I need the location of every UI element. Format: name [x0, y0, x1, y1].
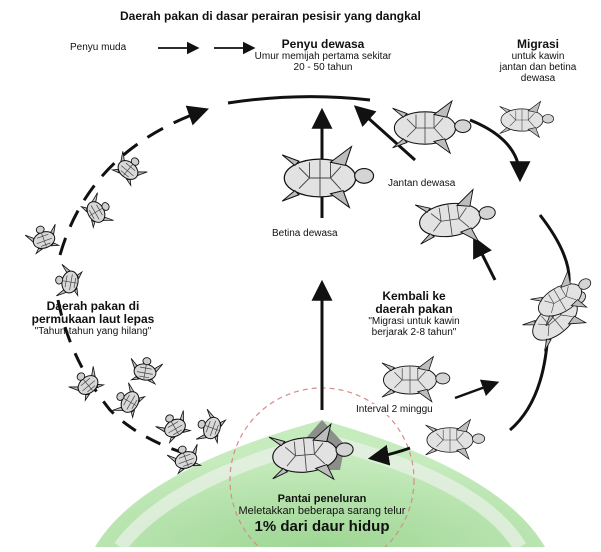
kembali-block: Kembali ke daerah pakan "Migrasi untuk k…	[354, 290, 474, 338]
arrow-left-up	[60, 110, 205, 255]
page-title: Daerah pakan di dasar perairan pesisir y…	[120, 10, 421, 23]
label-betina-dewasa: Betina dewasa	[270, 228, 340, 239]
penyu-dewasa-title: Penyu dewasa	[248, 38, 398, 51]
label-interval: Interval 2 minggu	[354, 404, 435, 415]
penyu-dewasa-line1: Umur memijah pertama sekitar	[248, 51, 398, 62]
kembali-line1: "Migrasi untuk kawin	[354, 316, 474, 327]
penyu-dewasa-line2: 20 - 50 tahun	[248, 62, 398, 73]
migrasi-line2: jantan dan betina	[488, 62, 588, 73]
beach-turtle-right	[426, 420, 485, 459]
kembali-line2: berjarak 2-8 tahun"	[354, 327, 474, 338]
daerah-permukaan-block: Daerah pakan di permukaan laut lepas "Ta…	[2, 300, 184, 337]
hatchling-turtle	[109, 381, 146, 421]
hatchling-turtle	[193, 408, 227, 446]
migrasi-line1: untuk kawin	[488, 51, 588, 62]
migrasi-line3: dewasa	[488, 73, 588, 84]
migrasi-block: Migrasi untuk kawin jantan dan betina de…	[488, 38, 588, 84]
mating-turtles	[518, 264, 600, 355]
adult-turtle-top-right	[393, 101, 471, 153]
label-penyu-muda: Penyu muda	[70, 42, 126, 53]
pantai-title: Pantai peneluran	[200, 493, 444, 505]
hatchling-turtle	[154, 407, 194, 444]
adult-male-turtle	[414, 187, 499, 250]
daur-hidup-label: 1% dari daur hidup	[200, 519, 444, 536]
arrow-return-up	[475, 240, 495, 280]
label-jantan-dewasa: Jantan dewasa	[386, 178, 457, 189]
hatchling-turtle	[24, 221, 62, 255]
migrasi-title: Migrasi	[488, 38, 588, 51]
daerah-permukaan-title-2: permukaan laut lepas	[2, 313, 184, 326]
pantai-block: Pantai peneluran Meletakkan beberapa sar…	[200, 493, 444, 536]
penyu-dewasa-block: Penyu dewasa Umur memijah pertama sekita…	[248, 38, 398, 73]
daerah-permukaan-sub: "Tahun-tahun yang hilang"	[2, 326, 184, 337]
adult-female-turtle	[282, 147, 373, 208]
arrow-interval	[455, 383, 496, 398]
kembali-title-2: daerah pakan	[354, 303, 474, 316]
migrating-turtle	[500, 101, 554, 137]
hatchling-turtle	[53, 264, 83, 300]
hatchling-turtle	[128, 355, 164, 385]
hatchling-turtle	[66, 364, 106, 403]
pantai-sub: Meletakkan beberapa sarang telur	[200, 505, 444, 517]
interval-turtle	[382, 357, 450, 402]
hatchling-turtle	[109, 149, 149, 188]
